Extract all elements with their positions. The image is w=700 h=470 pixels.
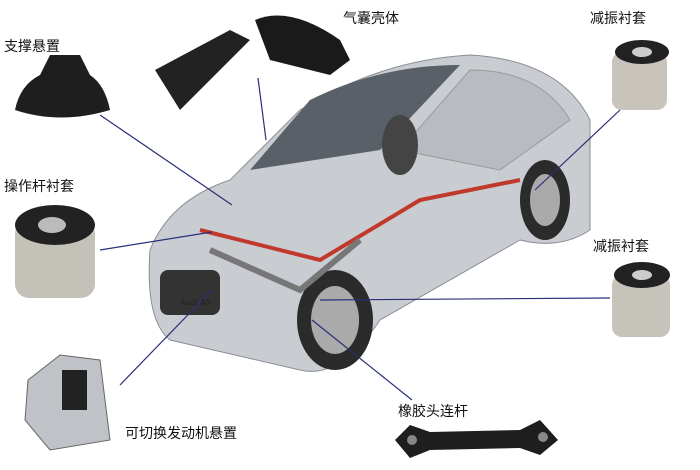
lever-bushing-part — [15, 205, 95, 298]
label-lever-bushing: 操作杆衬套 — [4, 179, 74, 195]
car-badge: Audi A5 — [180, 298, 211, 307]
damping-bushing-top-part — [612, 40, 669, 110]
rubber-link-rod-part — [395, 420, 558, 458]
damping-bushing-right-part — [612, 262, 670, 337]
car-illustration — [148, 54, 591, 372]
label-damping-bushing-top: 减振衬套 — [590, 11, 646, 27]
leader-lines — [99, 77, 621, 401]
airbag-housing-part — [155, 15, 350, 110]
label-mount-support: 支撑悬置 — [4, 39, 60, 55]
label-switchable-engine-mount: 可切换发动机悬置 — [125, 426, 237, 442]
engine-mount-part — [24, 354, 111, 451]
label-rubber-link-rod: 橡胶头连杆 — [398, 404, 468, 420]
mount-support-part — [15, 55, 110, 118]
label-airbag-housing: 气囊壳体 — [343, 11, 399, 27]
label-damping-bushing-right: 减振衬套 — [593, 239, 649, 255]
